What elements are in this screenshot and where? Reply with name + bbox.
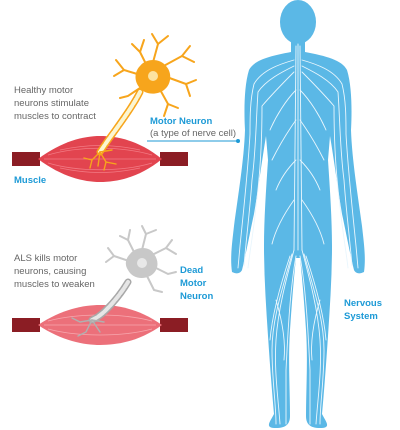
dead-neuron (71, 225, 177, 337)
nucleus (137, 258, 147, 268)
nerve-terminals (83, 149, 117, 171)
right-tendon (160, 152, 188, 166)
left-tendon (12, 318, 40, 332)
human-body (231, 0, 365, 428)
weak-muscle (12, 305, 188, 345)
nerve-terminals (71, 317, 105, 337)
dendrites (105, 225, 177, 293)
left-tendon (12, 152, 40, 166)
axon-myelin (90, 280, 130, 322)
right-tendon (160, 318, 188, 332)
healthy-muscle (12, 136, 188, 182)
motor-neuron-sublabel: (a type of nerve cell) (150, 128, 237, 139)
nervous-system-label: Nervous System (344, 298, 383, 322)
nucleus (148, 71, 158, 81)
callout-dot (236, 139, 240, 143)
healthy-neurons-note: Healthy motor neurons stimulate muscles … (14, 85, 96, 122)
dead-motor-neuron-label: Dead Motor Neuron (180, 265, 214, 302)
head (280, 0, 316, 44)
dendrites (113, 33, 197, 117)
als-note: ALS kills motor neurons, causing muscles… (14, 253, 95, 290)
muscle-label: Muscle (14, 175, 47, 186)
healthy-neuron (83, 33, 197, 171)
axon-myelin (98, 90, 142, 154)
nerve-network (237, 43, 359, 425)
motor-neuron-label: Motor Neuron (150, 116, 213, 127)
